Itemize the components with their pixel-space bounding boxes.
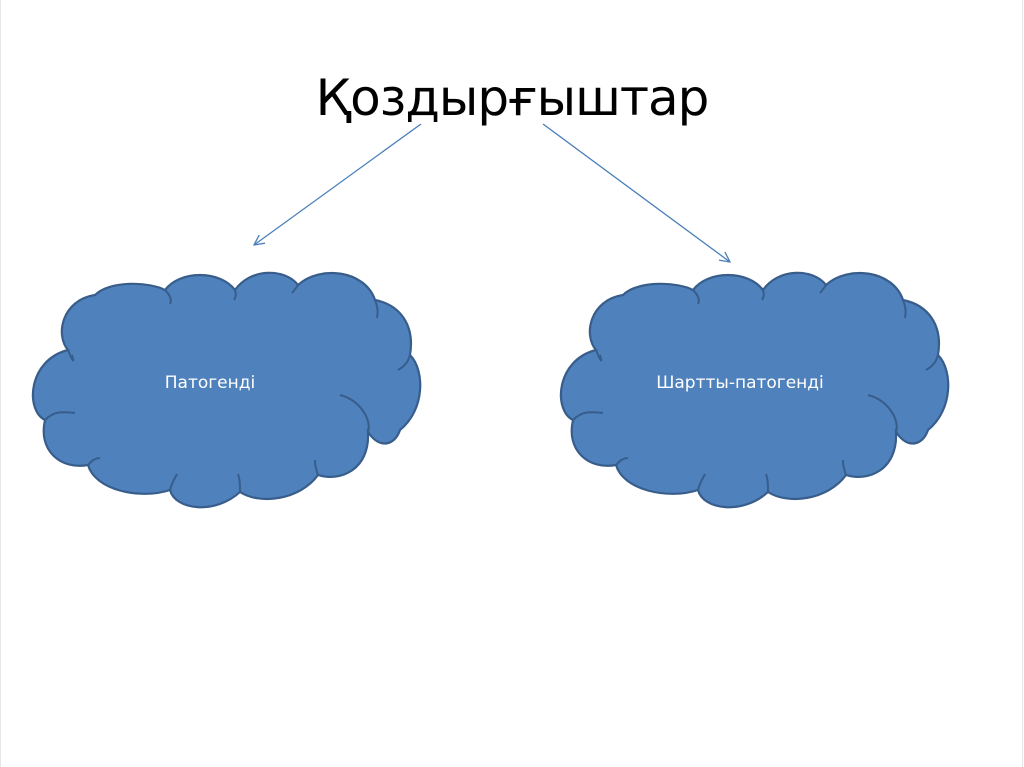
slide-title: Қоздырғыштар: [315, 69, 710, 127]
slide-left-edge: [0, 0, 1, 767]
arrow-to-pathogenic: [254, 123, 422, 245]
arrow-to-conditionally-pathogenic: [542, 123, 730, 262]
cloud-label-conditionally-pathogenic: Шартты-патогенді: [656, 373, 824, 393]
slide-right-edge: [1022, 0, 1023, 767]
cloud-label-pathogenic: Патогенді: [164, 373, 256, 393]
cloud-conditionally-pathogenic: [559, 271, 950, 509]
cloud-pathogenic: [31, 271, 422, 509]
